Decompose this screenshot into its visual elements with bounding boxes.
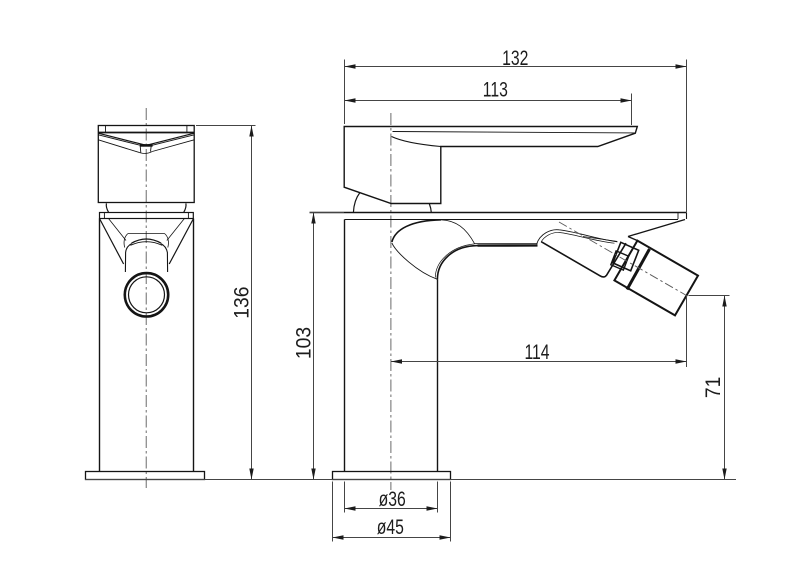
svg-text:114: 114 xyxy=(524,340,549,364)
svg-text:ø36: ø36 xyxy=(379,487,406,511)
svg-text:71: 71 xyxy=(702,377,725,398)
svg-text:113: 113 xyxy=(483,77,508,101)
svg-text:132: 132 xyxy=(502,46,528,70)
svg-text:103: 103 xyxy=(293,327,316,359)
svg-text:136: 136 xyxy=(231,286,254,318)
svg-text:ø45: ø45 xyxy=(377,515,404,539)
